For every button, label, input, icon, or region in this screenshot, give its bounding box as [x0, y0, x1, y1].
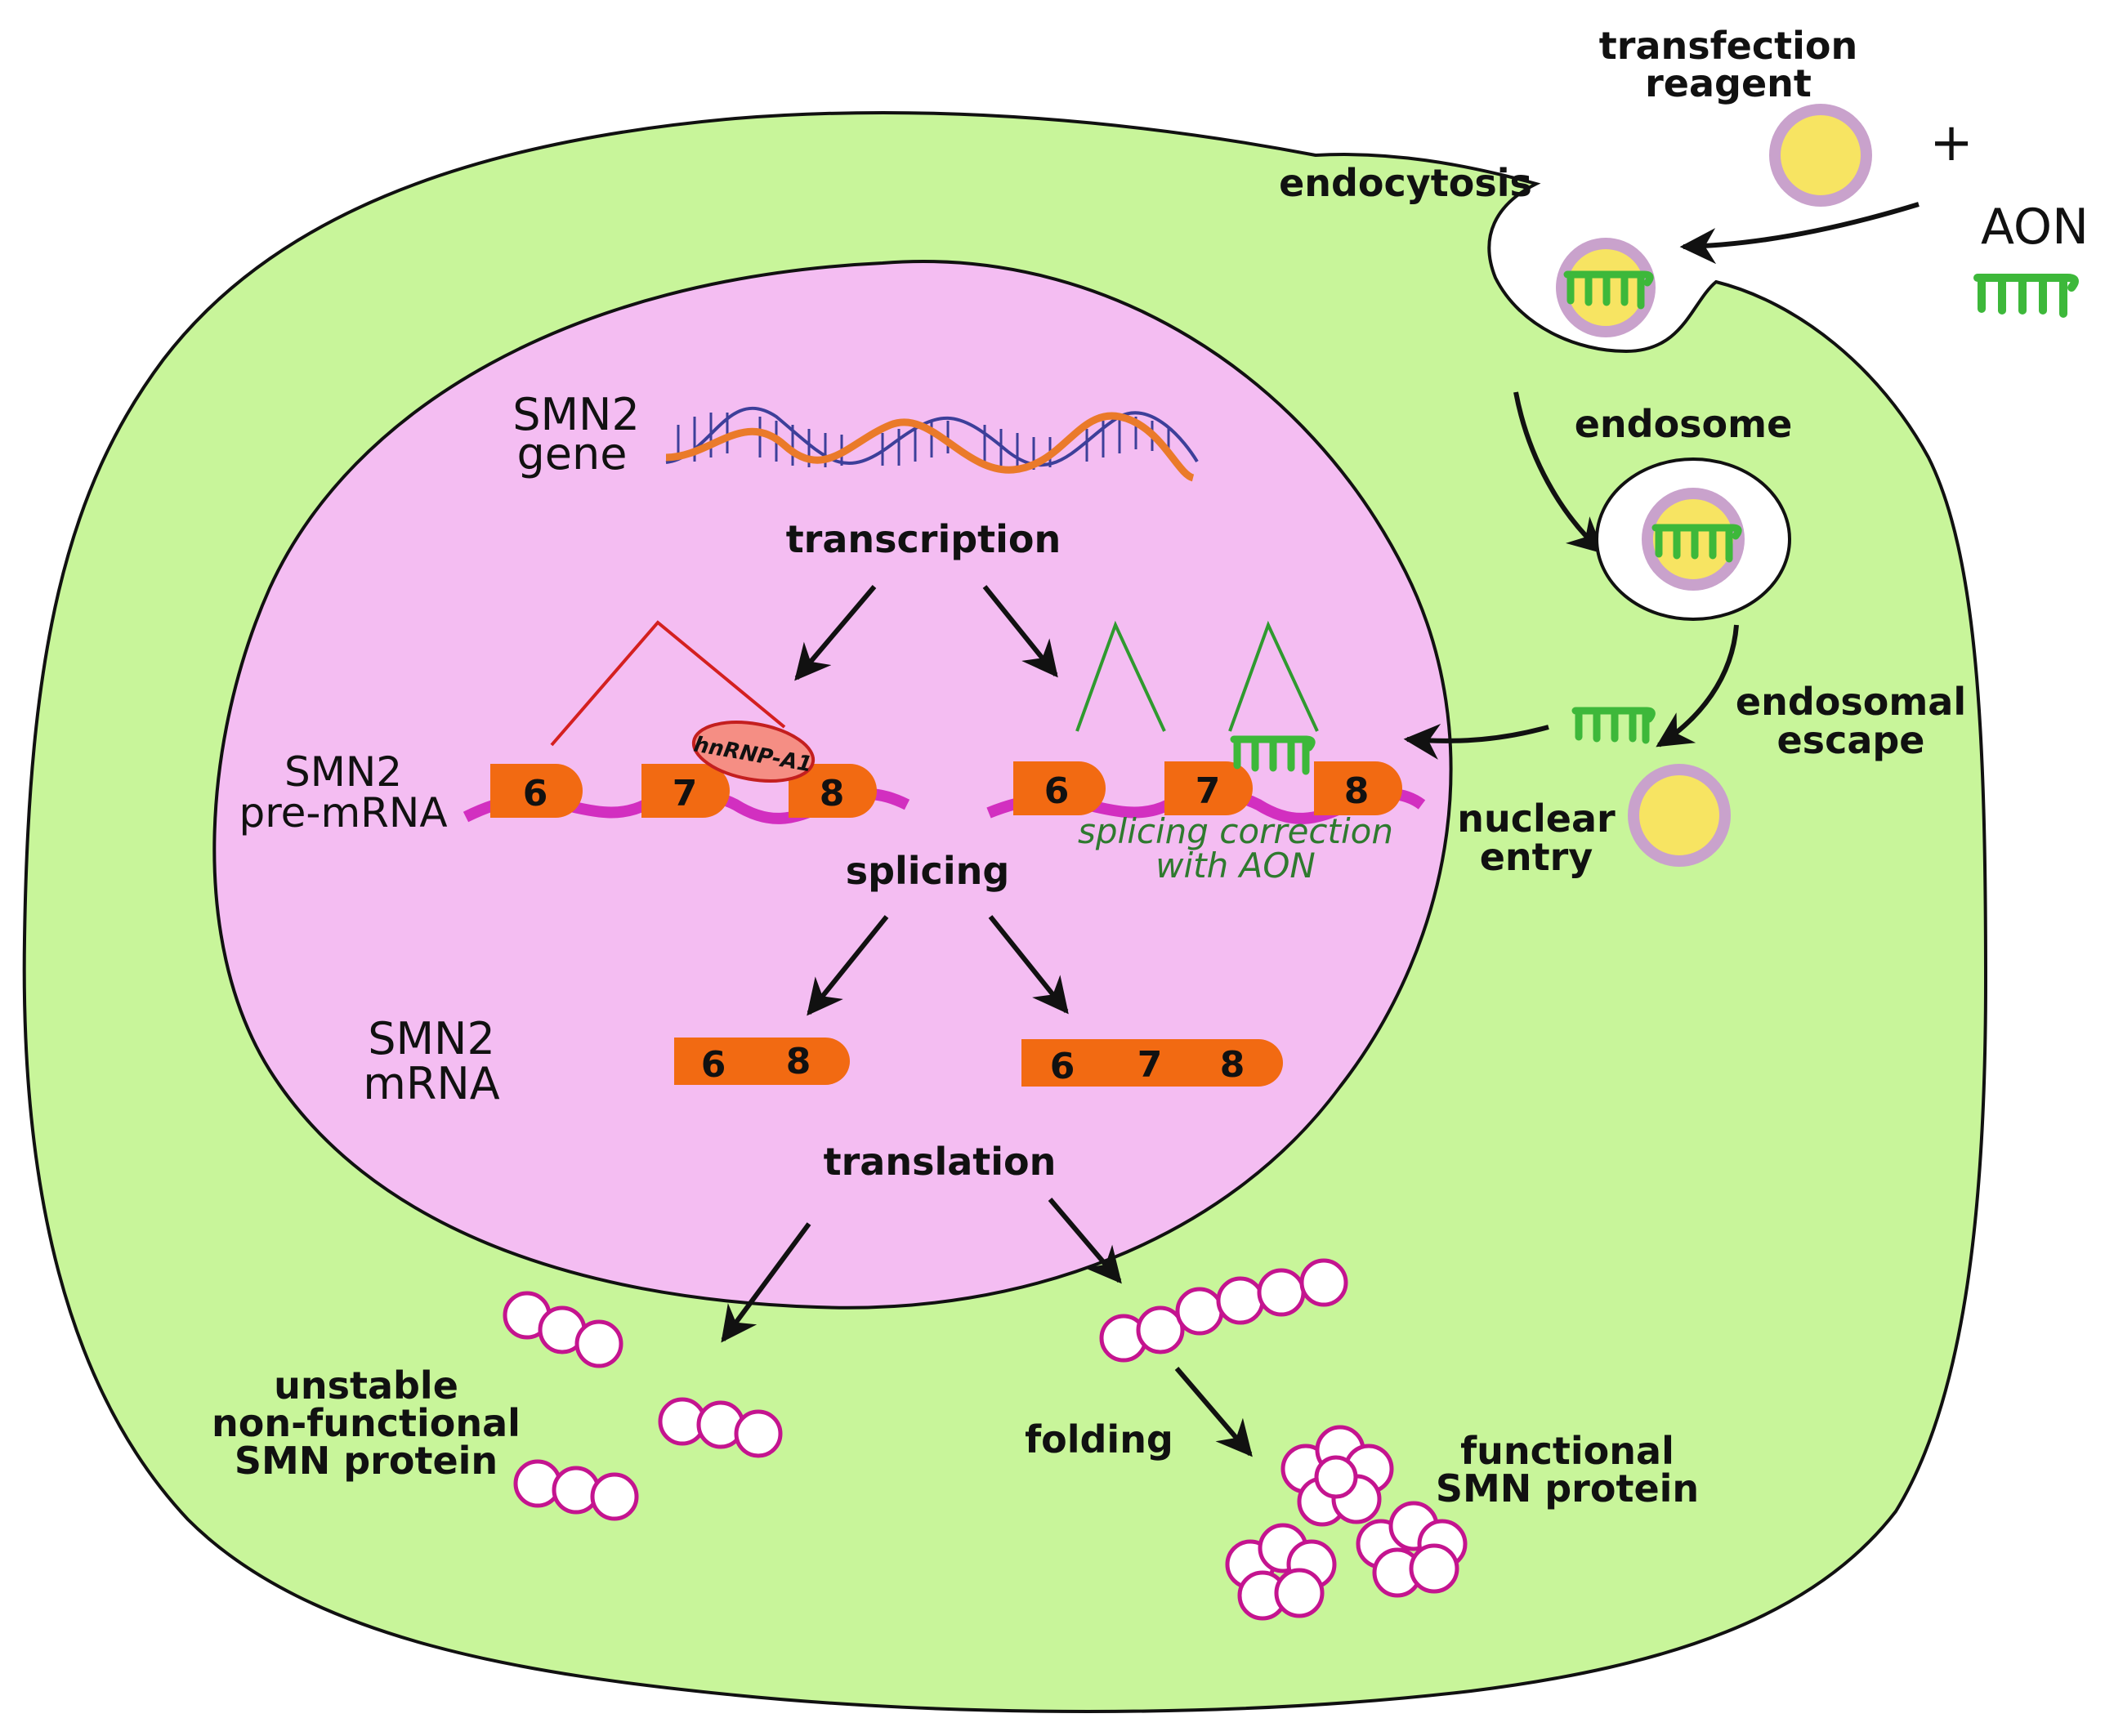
arrow-translation-right	[1048, 1198, 1122, 1284]
arrow-to-endosome	[1513, 391, 1605, 554]
arrow-nuclear-entry	[1403, 723, 1549, 760]
dna-helix-icon	[665, 406, 1199, 482]
right-exon-7: 7	[1164, 761, 1253, 815]
empty-reagent-icon	[1628, 764, 1731, 867]
left-exon-7: 7	[641, 764, 730, 818]
plus-sign: +	[1929, 113, 1973, 173]
aon-in-vesicle-icon	[1563, 270, 1654, 310]
functional-protein-group	[1225, 1425, 1468, 1621]
unstable-protein-2	[658, 1397, 783, 1458]
endosome-label: endosome	[1575, 402, 1793, 446]
splice-line-7-8	[1228, 620, 1319, 732]
folded-protein-3	[1356, 1501, 1468, 1598]
right-exon-8: 8	[1314, 761, 1402, 815]
splice-line-6-7	[1075, 620, 1166, 732]
smn2-gene-label-2: gene	[517, 428, 628, 480]
left-mrna-exon-8: 8	[786, 1041, 811, 1082]
nuclear-entry-label-2: entry	[1480, 835, 1593, 879]
aon-icon	[1973, 274, 2079, 318]
left-exon-6: 6	[490, 764, 583, 818]
full-length-protein-chain	[1099, 1258, 1348, 1363]
folding-label: folding	[1025, 1417, 1173, 1462]
left-exon-8: 8	[789, 764, 877, 818]
right-mrna-exon-8: 8	[1220, 1044, 1245, 1086]
left-mrna-exon-6: 6	[701, 1044, 726, 1086]
splicing-correction-label-2: with AON	[1155, 846, 1316, 886]
unstable-label-1: unstable	[274, 1363, 458, 1408]
transcription-label: transcription	[786, 517, 1061, 561]
splice-skip-line	[550, 620, 786, 747]
right-mrna-exon-6: 6	[1050, 1046, 1075, 1087]
smn2-gene-label-1: SMN2	[512, 389, 640, 440]
arrow-transcription-left	[794, 585, 877, 681]
svg-text:8: 8	[1344, 770, 1370, 812]
unstable-label-2: non-functional	[212, 1401, 521, 1445]
arrow-transcription-right	[982, 585, 1058, 678]
endocytic-vesicle	[1556, 238, 1656, 337]
right-mrna: 6 7 8	[1021, 1039, 1283, 1087]
right-exon-6: 6	[1013, 761, 1106, 815]
transfection-reagent-icon	[1769, 104, 1872, 207]
left-mrna: 6 8	[674, 1038, 850, 1086]
bound-aon-icon	[1230, 735, 1316, 775]
translation-label: translation	[824, 1140, 1057, 1184]
arrow-splicing-left	[807, 915, 889, 1016]
svg-text:7: 7	[673, 773, 698, 814]
splicing-label: splicing	[846, 849, 1010, 893]
unstable-protein-1	[503, 1291, 623, 1368]
unstable-protein-group	[503, 1291, 783, 1521]
endosomal-escape-label-2: escape	[1777, 718, 1924, 762]
transfection-reagent-label-2: reagent	[1645, 61, 1812, 105]
svg-text:6: 6	[523, 773, 548, 814]
arrow-endosomal-escape	[1656, 624, 1739, 748]
endosomal-escape-label-1: endosomal	[1736, 680, 1966, 724]
splicing-correction-label-1: splicing correction	[1078, 811, 1393, 851]
unstable-protein-3	[513, 1459, 639, 1521]
smn2-mrna-label-1: SMN2	[368, 1013, 495, 1064]
endocytosis-label: endocytosis	[1279, 161, 1532, 205]
transfection-reagent-label-1: transfection	[1599, 24, 1857, 68]
right-mrna-exon-7: 7	[1137, 1044, 1163, 1086]
aon-in-endosome-icon	[1651, 524, 1742, 563]
arrow-to-endocytosis	[1679, 202, 1920, 265]
functional-label-1: functional	[1460, 1429, 1674, 1473]
endosome	[1595, 457, 1791, 621]
free-aon-icon	[1571, 707, 1656, 744]
arrow-translation-left	[721, 1222, 811, 1343]
folded-protein-2	[1225, 1523, 1337, 1621]
svg-text:8: 8	[820, 773, 845, 814]
arrow-folding	[1174, 1367, 1253, 1457]
smn2-premrna-label-2: pre-mRNA	[239, 789, 447, 837]
smn2-mrna-label-2: mRNA	[363, 1058, 500, 1109]
aon-label: AON	[1981, 199, 2089, 256]
nuclear-entry-label-1: nuclear	[1457, 797, 1616, 841]
arrow-splicing-right	[988, 915, 1069, 1015]
smn2-premrna-label-1: SMN2	[284, 748, 402, 796]
svg-text:6: 6	[1044, 770, 1070, 812]
svg-text:7: 7	[1196, 770, 1221, 812]
unstable-label-3: SMN protein	[235, 1439, 498, 1483]
functional-label-2: SMN protein	[1436, 1466, 1699, 1511]
folded-protein-1	[1280, 1425, 1394, 1527]
